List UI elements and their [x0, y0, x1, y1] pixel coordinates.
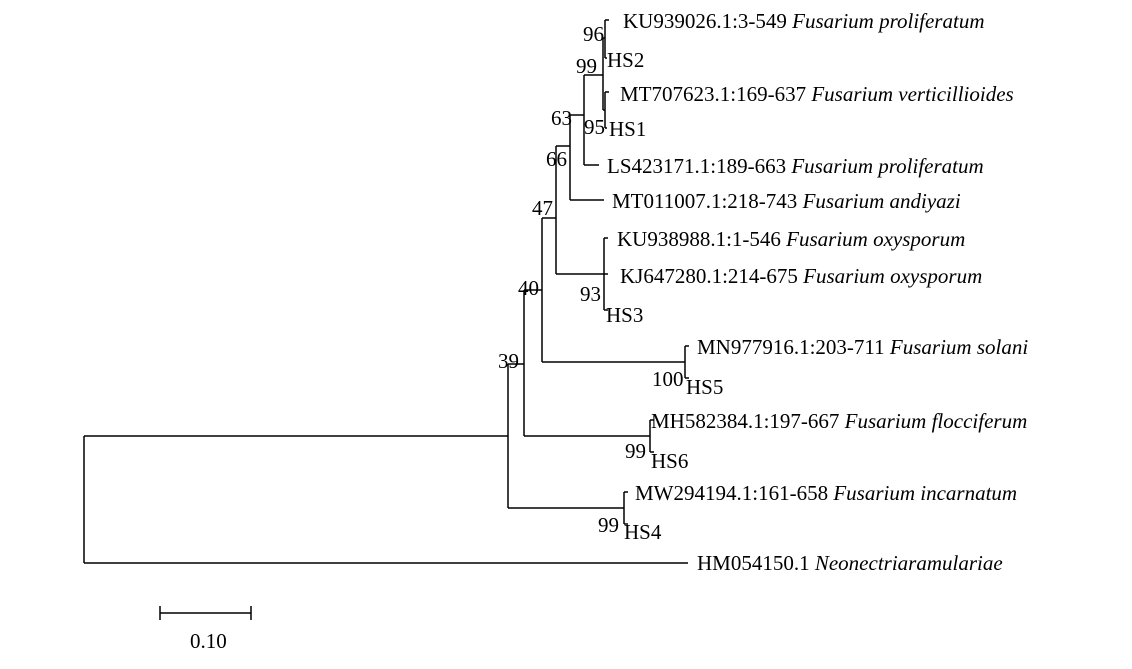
bootstrap-value: 99	[625, 439, 646, 463]
leaf-label: HS2	[607, 48, 644, 72]
leaf-label: KJ647280.1:214-675 Fusarium oxysporum	[620, 264, 982, 288]
bootstrap-value: 100	[652, 367, 684, 391]
leaf-label: MN977916.1:203-711 Fusarium solani	[697, 335, 1028, 359]
leaf-label: HS1	[609, 117, 646, 141]
leaf-label: MW294194.1:161-658 Fusarium incarnatum	[635, 481, 1017, 505]
leaf-label: KU938988.1:1-546 Fusarium oxysporum	[617, 227, 965, 251]
leaf-label: HS4	[624, 520, 662, 544]
leaf-label: HS6	[651, 449, 688, 473]
leaf-label: MH582384.1:197-667 Fusarium flocciferum	[651, 409, 1027, 433]
tree-branches	[83, 19, 689, 564]
bootstrap-value: 40	[518, 276, 539, 300]
leaf-label: HM054150.1 Neonectriaramulariae	[697, 551, 1003, 575]
leaf-label: LS423171.1:189-663 Fusarium proliferatum	[607, 154, 984, 178]
bootstrap-value: 66	[546, 147, 567, 171]
leaf-label: MT707623.1:169-637 Fusarium verticillioi…	[620, 82, 1014, 106]
bootstrap-value: 39	[498, 349, 519, 373]
leaf-labels: KU939026.1:3-549 Fusarium proliferatum H…	[606, 9, 1028, 575]
bootstrap-value: 99	[598, 513, 619, 537]
support-values: 96 99 95 63 66 47 93 40 39 100 99 99	[498, 22, 684, 537]
bootstrap-value: 93	[580, 282, 601, 306]
leaf-label: HS5	[686, 375, 723, 399]
leaf-label: MT011007.1:218-743 Fusarium andiyazi	[612, 189, 961, 213]
scale-bar-label: 0.10	[190, 629, 227, 653]
bootstrap-value: 99	[576, 54, 597, 78]
leaf-label: HS3	[606, 303, 643, 327]
bootstrap-value: 63	[551, 106, 572, 130]
scale-bar: 0.10	[159, 606, 252, 653]
bootstrap-value: 47	[532, 196, 553, 220]
leaf-label: KU939026.1:3-549 Fusarium proliferatum	[623, 9, 984, 33]
bootstrap-value: 95	[584, 115, 605, 139]
bootstrap-value: 96	[583, 22, 604, 46]
